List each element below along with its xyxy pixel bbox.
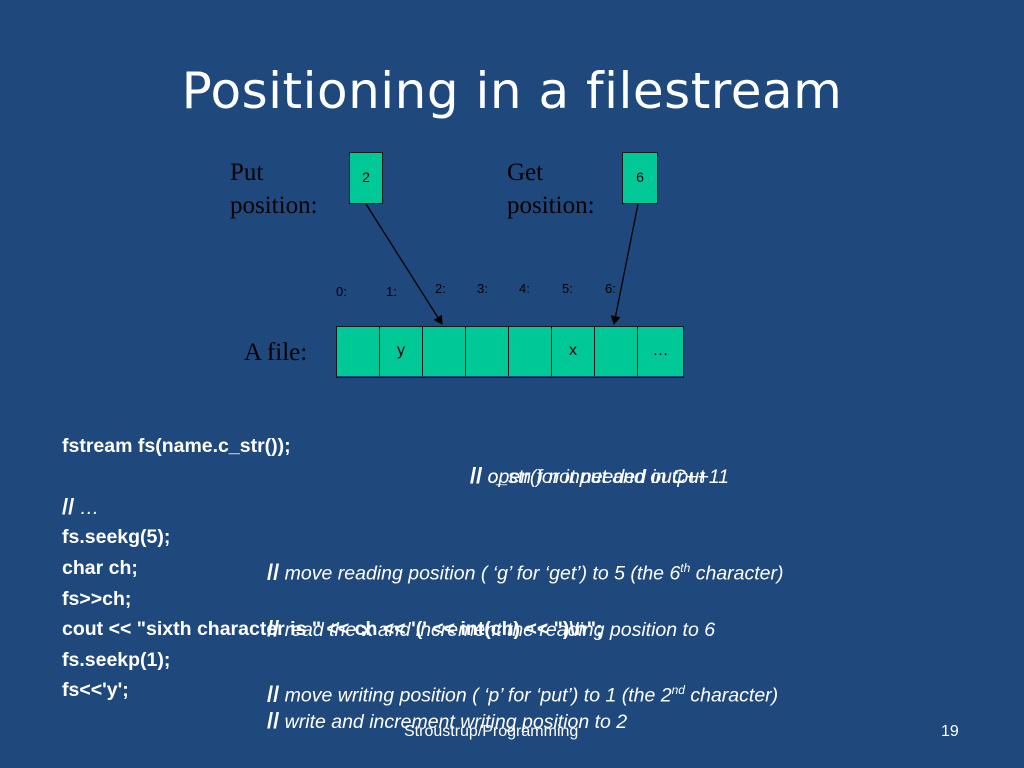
code-comment: // open for input and output [470, 463, 705, 489]
code-statement: fstream fs(name.c_str()); [62, 434, 291, 457]
code-comment: // move writing position ( ‘p’ for ‘put’… [267, 681, 779, 707]
code-line: // c_str() not needed in C++11 [62, 431, 1002, 488]
file-cell: … [638, 327, 683, 376]
code-comment: // c_str() not needed in C++11 [470, 463, 730, 489]
code-line: fs.seekg(5); // move reading position ( … [62, 492, 1002, 584]
code-statement: cout << "sixth character is " << ch << '… [62, 618, 603, 641]
page-number: 19 [941, 723, 959, 740]
code-statement: fs>>ch; [62, 587, 132, 610]
file-cell: x [552, 327, 595, 376]
file-label: A file: [244, 339, 308, 366]
put-position-box: 2 [349, 152, 383, 204]
code-line: // … [62, 461, 1002, 519]
code-line: cout << "sixth character is " << ch << '… [62, 584, 1002, 640]
code-statement: fs.seekp(1); [62, 648, 171, 671]
index-label: 6: [605, 281, 616, 296]
code-comment: // move reading position ( ‘g’ for ‘get’… [267, 559, 784, 585]
file-cell [337, 327, 380, 376]
get-position-label: Get position: [507, 156, 595, 222]
footer-text: Stroustrup/Programming [404, 723, 579, 740]
code-comment: // … [62, 493, 100, 519]
index-label: 5: [562, 281, 573, 296]
code-statement: fs<<'y'; [62, 679, 129, 702]
file-cell [595, 327, 638, 376]
index-label: 1: [386, 284, 397, 299]
get-label-line1: Get [507, 159, 544, 186]
index-label: 0: [336, 284, 347, 299]
code-statement: fs.seekg(5); [62, 526, 171, 549]
code-statement: char ch; [62, 556, 138, 579]
index-label: 4: [519, 281, 530, 296]
code-block: fstream fs(name.c_str()); // open for in… [62, 400, 1002, 733]
put-label-line2: position: [230, 192, 318, 219]
get-position-box: 6 [622, 152, 658, 204]
get-label-line2: position: [507, 192, 595, 219]
slide-title: Positioning in a filestream [181, 62, 843, 120]
index-label: 2: [435, 281, 446, 296]
code-comment: // read the x and increment the reading … [267, 616, 716, 642]
index-label: 3: [477, 281, 488, 296]
get-arrow [610, 203, 639, 325]
code-line: fstream fs(name.c_str()); // open for in… [62, 400, 1002, 489]
file-cell [423, 327, 466, 376]
code-line: fs<<'y'; // write and increment writing … [62, 645, 1002, 733]
file-cells: y x … [336, 326, 684, 378]
file-cell [509, 327, 552, 376]
file-cell [466, 327, 509, 376]
put-arrow [365, 203, 443, 325]
code-line: char ch; [62, 522, 1002, 579]
file-cell: y [380, 327, 423, 376]
put-label-line1: Put [230, 159, 264, 186]
code-comment: // write and increment writing position … [267, 707, 628, 733]
code-line: fs.seekp(1); // move writing position ( … [62, 614, 1002, 707]
code-line: fs>>ch; // read the x and increment the … [62, 553, 1002, 642]
put-position-label: Put position: [230, 156, 318, 222]
